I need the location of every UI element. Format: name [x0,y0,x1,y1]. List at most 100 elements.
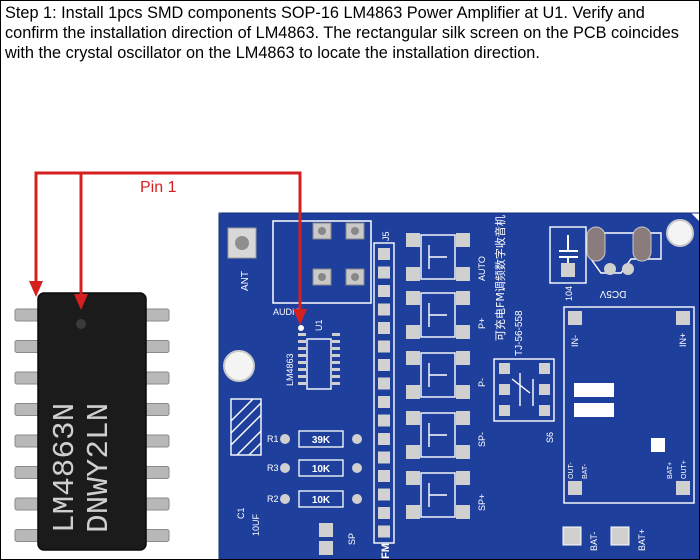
cap-104-label: 104 [564,286,574,301]
fm-label: FM [380,543,392,559]
resistor-10k: 10K [312,495,331,506]
ic-label: LM4863 [285,353,295,386]
j5-pin [378,414,390,427]
bat-plus-pad [610,526,630,546]
sp-label: SP [347,533,357,545]
pin1-marker [298,325,304,331]
out-minus-label: OUT- [568,462,575,479]
button-outline [420,412,456,458]
charging-module-outline [563,306,695,504]
auto-label: AUTO [477,256,487,281]
lm4863-chip: LM4863N DNWY2LN [14,292,170,551]
chip-lead [14,529,42,542]
sp-plus-label: SP+ [477,494,487,511]
s6-switch-outline [493,358,555,422]
bat-minus-pad [562,526,582,546]
r1-label: R1 [267,434,279,444]
chip-lead [142,434,170,448]
j5-pin [378,433,390,445]
cap-104-outline [549,226,587,284]
j5-pin [378,266,390,279]
resistor-10k: 10K [312,464,331,475]
chip-lead [14,340,42,353]
audio-jack-outline [272,220,372,304]
bat-plus-label: BAT+ [637,529,647,551]
s6-label: S6 [545,432,555,443]
ant-label: ANT [240,271,251,291]
arrow-head [293,309,307,325]
u1-pads [298,333,340,385]
j5-pin [378,303,390,316]
resistor-39k: 39K [312,435,331,446]
c1-value-label: 10UF [251,513,261,536]
j5-pin [378,377,390,390]
chip-lead [14,434,42,448]
bat-minus-small-label: BAT- [582,463,589,479]
button-outline [420,234,456,280]
j5-header-outline [373,242,395,544]
mounting-hole [223,350,255,382]
chip-lead [142,529,170,542]
chip-lead [142,340,170,353]
pin1-label: Pin 1 [140,179,177,196]
j5-pins [378,248,390,538]
pcb-board: ANT AUDIO U1 LM4863 [218,212,699,559]
in-minus-label: IN- [570,335,580,347]
c1-outline [230,398,262,456]
resistors [280,430,362,508]
j5-pin [378,488,390,501]
chip-lead [142,371,170,385]
j5-pin [378,322,390,334]
dc5v-label: DC5V [599,288,626,299]
j5-pin [378,470,390,482]
chip-lead [14,497,42,511]
chip-lead [142,497,170,511]
bat-plus-small-label: BAT+ [667,462,674,479]
chip-body [37,292,147,551]
button-outline [420,472,456,518]
j5-pin [378,248,390,260]
chip-marking-line1: LM4863N [48,403,83,533]
arrow-head [74,294,88,310]
button-outline [420,352,456,398]
chip-lead [14,371,42,385]
j5-pin [378,451,390,464]
chip-marking-line2: DNWY2LN [82,403,117,533]
p-plus-label: P+ [477,318,487,329]
chip-lead [142,403,170,416]
j5-pin [378,525,390,538]
model-label: TJ-56-558 [514,310,525,356]
board-title: 可充电FM调频数字收音机 [493,215,507,341]
chip-lead [14,308,42,322]
chip-lead [14,403,42,416]
mounting-hole [666,219,694,247]
audio-label: AUDIO [273,307,302,317]
sp-minus-label: SP- [477,432,487,447]
chip-leads [14,308,170,542]
pin1-dimple [76,319,86,329]
j5-pin [378,359,390,371]
arrow-head [29,281,43,297]
instruction-text: Step 1: Install 1pcs SMD components SOP-… [5,4,679,62]
u1-silkscreen [306,338,332,390]
p-minus-label: P- [477,378,487,387]
out-plus-label: OUT+ [681,460,688,479]
in-plus-label: IN+ [678,333,688,347]
c1-label: C1 [236,507,246,519]
j5-pin [378,285,390,297]
chip-lead [142,466,170,479]
r2-label: R2 [267,494,279,504]
bat-minus-label: BAT- [589,532,599,551]
j5-label: J5 [381,231,391,241]
chip-lead [14,466,42,479]
u1-label: U1 [314,319,324,331]
chip-lead [142,308,170,322]
push-buttons [406,233,470,519]
j5-pin [378,396,390,408]
j5-pin [378,507,390,519]
r3-label: R3 [267,463,279,473]
j5-pin [378,340,390,353]
button-outline [420,292,456,338]
pin1-annotation [34,171,302,319]
